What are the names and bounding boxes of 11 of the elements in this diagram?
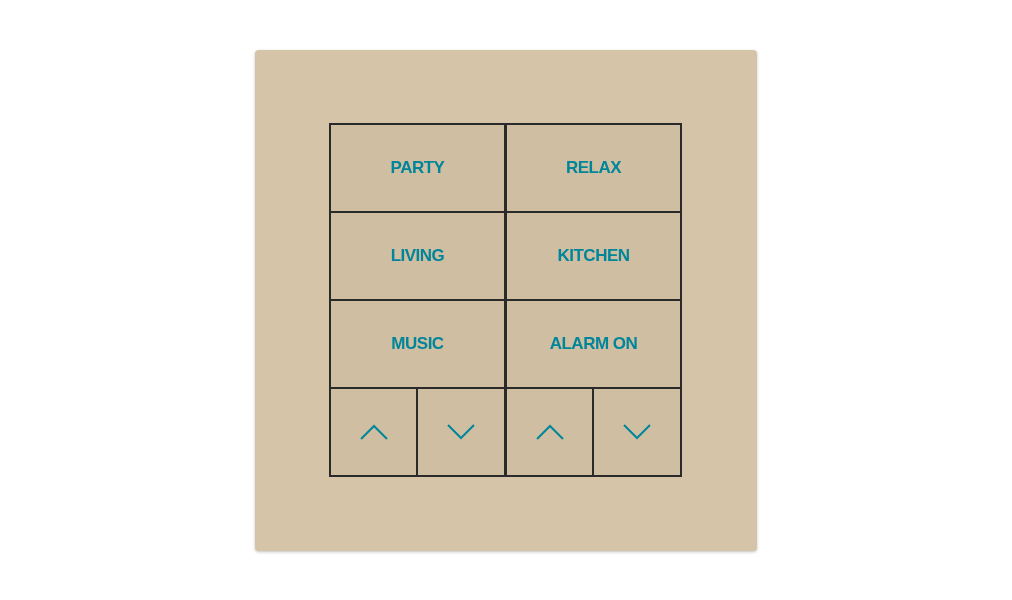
- keypad-plate: [255, 50, 757, 551]
- keypad-key: MUSIC: [331, 301, 504, 387]
- keypad-key: LIVING: [331, 213, 504, 299]
- keypad-key: ALARM ON: [507, 301, 680, 387]
- keypad-key: [331, 389, 416, 475]
- keypad-key: [594, 389, 680, 475]
- keypad-key: KITCHEN: [507, 213, 680, 299]
- keypad-key: [507, 389, 592, 475]
- keypad-key: RELAX: [507, 125, 680, 211]
- keypad-key: PARTY: [331, 125, 504, 211]
- keypad-key: [418, 389, 504, 475]
